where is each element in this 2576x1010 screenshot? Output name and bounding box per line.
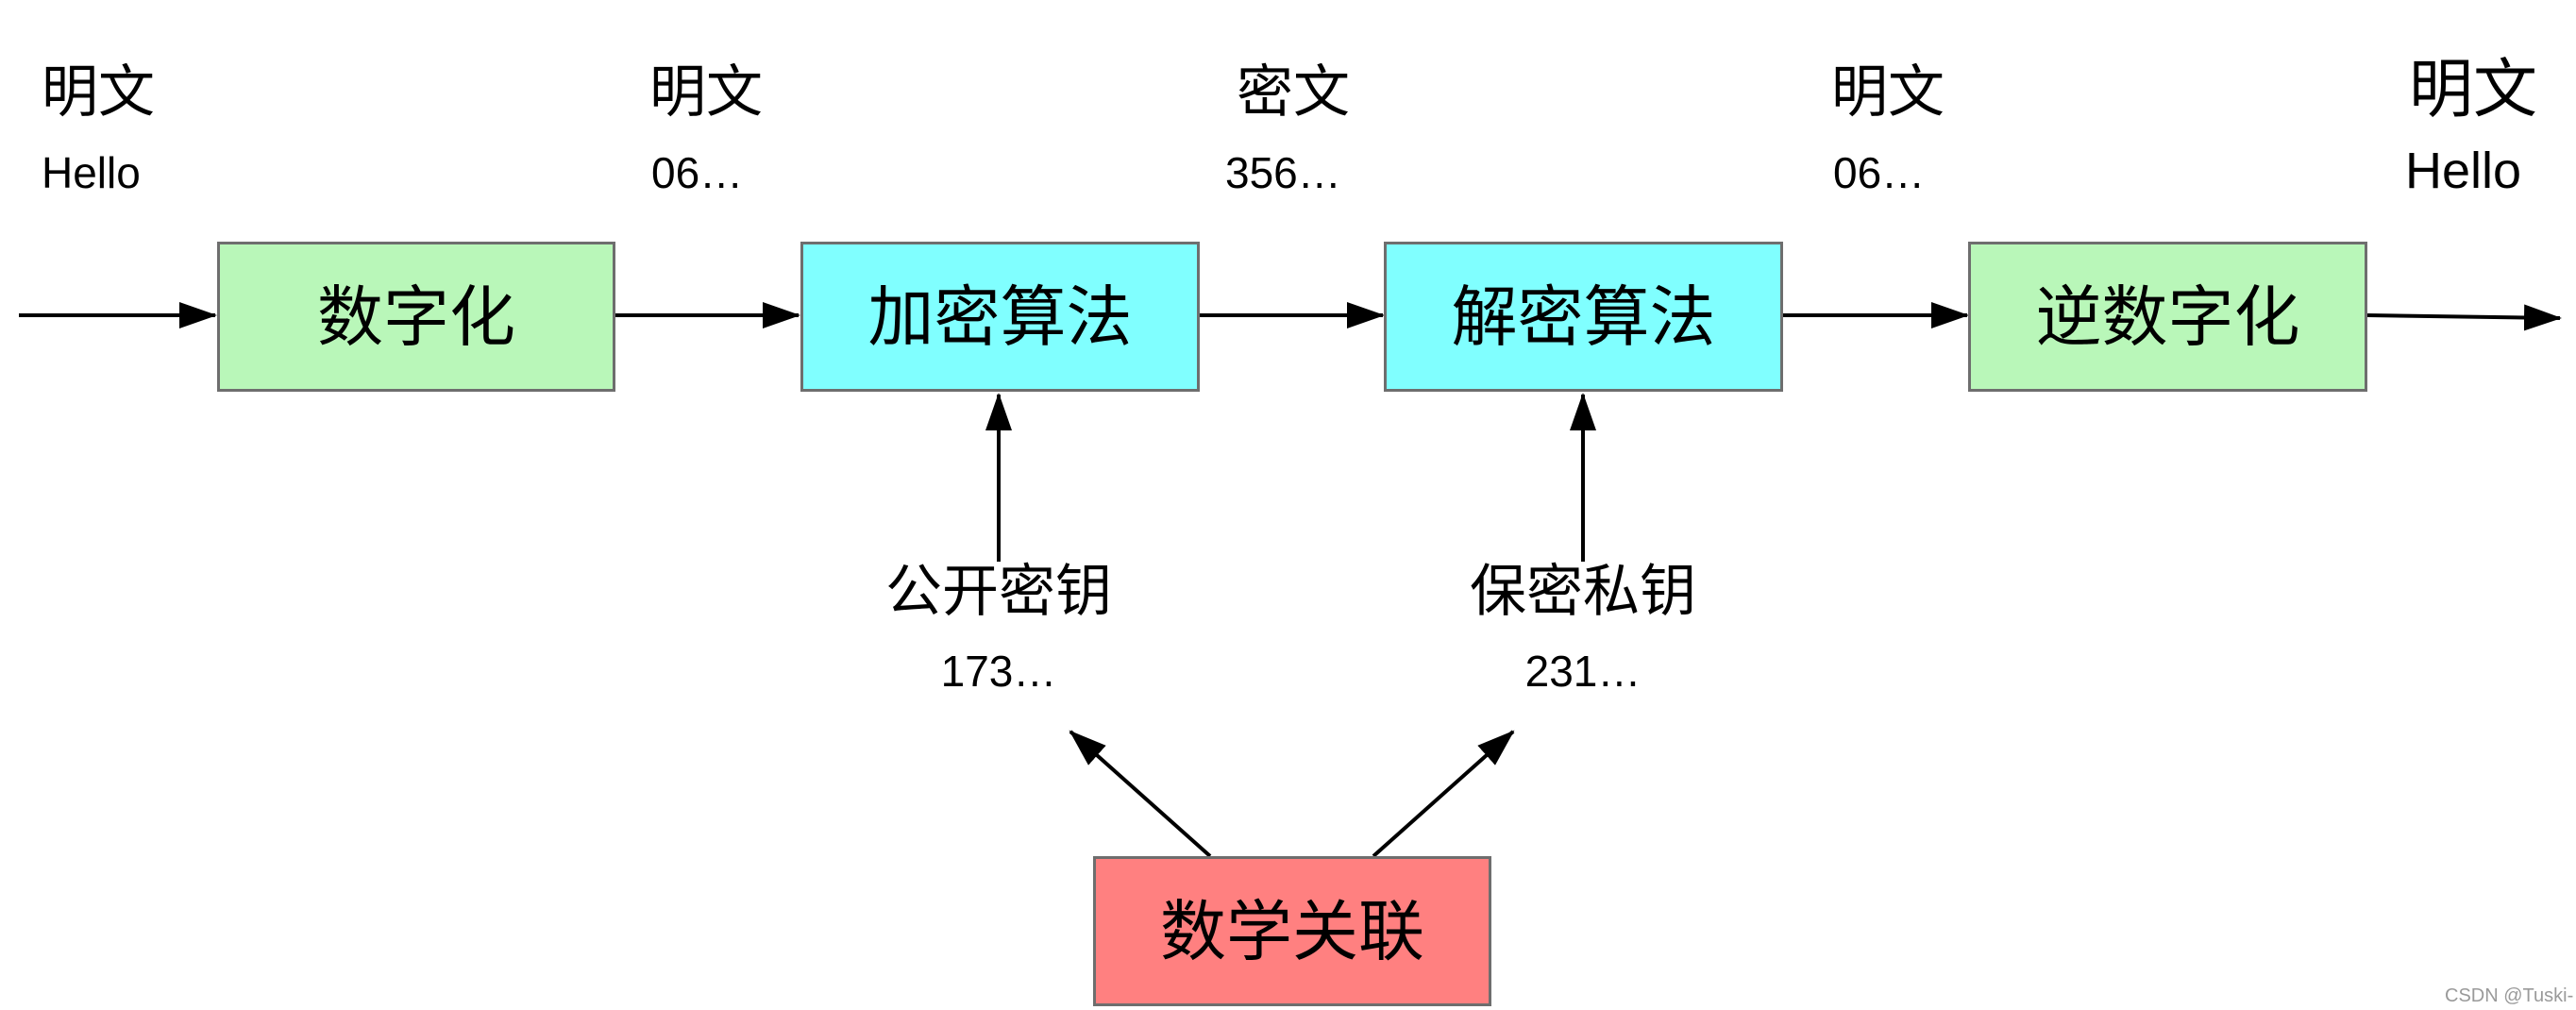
output-arrow <box>2366 304 2562 331</box>
private-key-label: 保密私钥 <box>1470 559 1696 625</box>
decrypted-value: 06… <box>1833 148 1926 197</box>
watermark: CSDN @Tuski- <box>2445 985 2574 1006</box>
undigitize-box: 逆数字化 <box>1968 242 2367 392</box>
public-key-label: 公开密钥 <box>885 559 1112 625</box>
digitized-value: 06… <box>651 148 744 197</box>
plaintext-label-2: 明文 <box>2409 53 2538 127</box>
plaintext-label-1: 明文 <box>42 59 155 126</box>
plaintext-value-1: Hello <box>42 148 141 197</box>
math-to-public-arrow <box>1069 730 1212 858</box>
ciphertext-value: 356… <box>1225 148 1341 197</box>
ciphertext-label: 密文 <box>1237 59 1350 126</box>
public-key-value: 173… <box>940 647 1057 696</box>
math-to-private-arrow <box>1372 730 1515 858</box>
digitized-label: 明文 <box>649 59 763 126</box>
decrypt-algorithm-box: 解密算法 <box>1384 242 1783 392</box>
decrypted-label: 明文 <box>1831 59 1945 126</box>
encrypt-algorithm-box: 加密算法 <box>800 242 1200 392</box>
plaintext-value-2: Hello <box>2405 143 2522 199</box>
digitize-box: 数字化 <box>217 242 615 392</box>
math-relation-box: 数学关联 <box>1093 856 1491 1006</box>
private-key-value: 231… <box>1524 647 1642 696</box>
